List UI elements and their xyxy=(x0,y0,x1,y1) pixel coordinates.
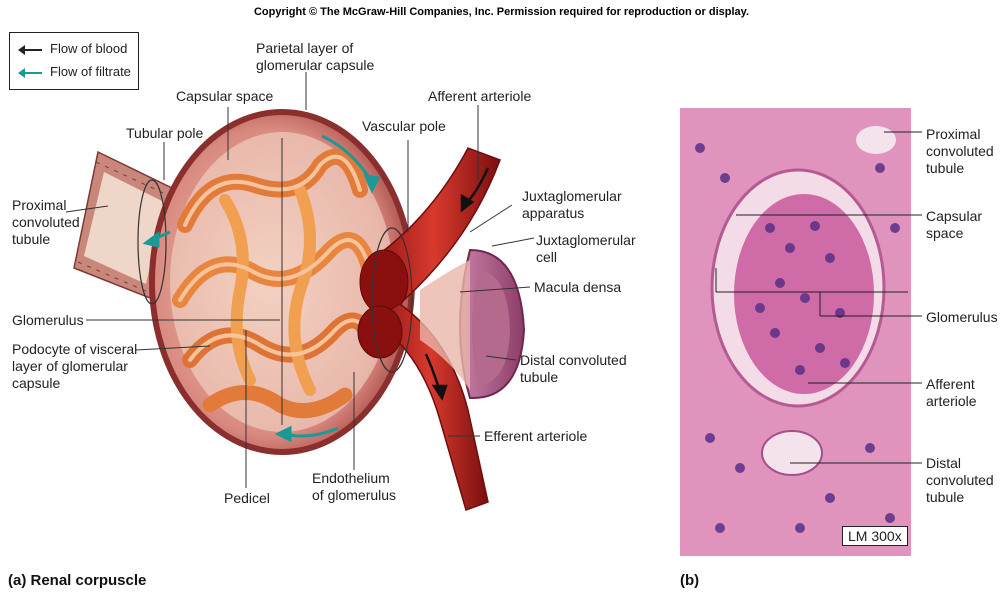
label-b-pct-line2: convoluted xyxy=(926,143,994,160)
label-b-cap-line2: space xyxy=(926,225,982,242)
label-b-aff-line2: arteriole xyxy=(926,393,977,410)
label-b-aff-line1: Afferent xyxy=(926,376,977,393)
label-b-dct-line3: tubule xyxy=(926,489,994,506)
label-b-distal: Distal convoluted tubule xyxy=(926,455,994,506)
label-b-pct-line3: tubule xyxy=(926,160,994,177)
label-b-dct-line2: convoluted xyxy=(926,472,994,489)
label-b-afferent: Afferent arteriole xyxy=(926,376,977,410)
label-b-dct-line1: Distal xyxy=(926,455,994,472)
label-b-cap-line1: Capsular xyxy=(926,208,982,225)
label-b-proximal: Proximal convoluted tubule xyxy=(926,126,994,177)
label-b-glomerulus: Glomerulus xyxy=(926,309,998,326)
label-b-capsular-space: Capsular space xyxy=(926,208,982,242)
caption-panel-b: (b) xyxy=(680,572,699,589)
label-b-pct-line1: Proximal xyxy=(926,126,994,143)
